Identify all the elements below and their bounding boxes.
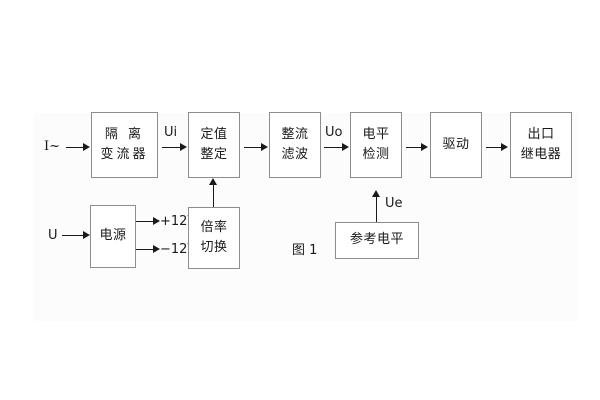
block-rectify-filter-line2: 滤波 [281,147,309,162]
block-power-supply-line1: 电源 [99,228,127,244]
block-rectify-filter[interactable]: 整流 滤波 [269,112,321,178]
block-multiplier-switch-line1: 倍率 [200,219,228,235]
block-multiplier-switch-line2: 切换 [200,240,228,255]
arrow-rail-positive [136,217,160,226]
signal-ui-label: Ui [164,125,178,140]
block-setting-value-line1: 定值 [200,126,228,142]
block-isolation-ct-line1: 隔 离 [104,126,145,142]
block-setting-value[interactable]: 定值 整定 [188,112,240,178]
arrow-current-to-isolation [66,143,90,152]
block-level-detect-line1: 电平 [362,126,390,142]
arrow-rail-negative [136,245,160,254]
arrow-setting-to-rectify [244,143,268,152]
block-rectify-filter-line1: 整流 [281,126,309,142]
block-reference-level[interactable]: 参考电平 [335,222,419,259]
signal-uo-label: Uo [325,125,343,140]
block-isolation-ct-line2: 变流器 [100,147,149,162]
block-drive-line1: 驱动 [442,136,470,152]
block-output-relay[interactable]: 出口 继电器 [510,112,572,178]
arrow-isolation-to-setting [162,143,187,152]
block-level-detect-line2: 检测 [362,147,390,162]
block-output-relay-line1: 出口 [527,126,555,142]
block-power-supply[interactable]: 电源 [90,205,136,268]
block-reference-level-line1: 参考电平 [349,232,404,248]
current-input-label: I~ [44,139,61,154]
block-multiplier-switch[interactable]: 倍率 切换 [188,207,240,269]
arrow-reference-to-level [372,190,381,222]
arrow-multiplier-to-setting [209,178,218,207]
arrow-drive-to-output [486,143,508,152]
signal-ue-label: Ue [385,196,403,211]
block-setting-value-line2: 整定 [200,147,228,162]
arrow-level-to-drive [406,143,428,152]
block-drive[interactable]: 驱动 [430,112,482,178]
voltage-input-label: U [48,228,58,243]
arrow-voltage-to-power [62,231,90,240]
block-output-relay-line2: 继电器 [520,147,562,162]
rail-negative-label: −12V [160,242,197,257]
rail-positive-label: +12V [160,214,197,229]
block-isolation-ct[interactable]: 隔 离 变流器 [91,112,158,178]
arrow-rectify-to-level [324,143,349,152]
block-level-detect[interactable]: 电平 检测 [350,112,402,178]
figure-caption: 图 1 [292,243,318,258]
